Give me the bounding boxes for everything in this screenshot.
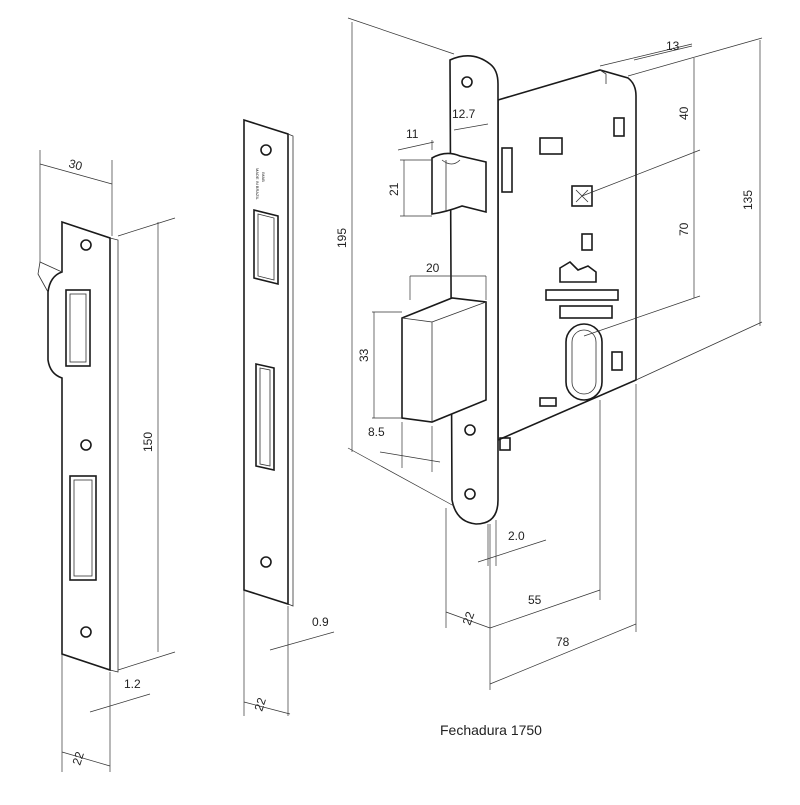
latch-slot	[253, 208, 279, 286]
lever-mechanism	[559, 260, 597, 283]
front-depth-label: 22	[460, 609, 478, 627]
strike-height-label: 150	[141, 432, 155, 452]
case-slot	[611, 351, 623, 371]
cylinder-hole	[565, 323, 603, 401]
dead-bolt	[401, 297, 487, 423]
face-plate: IMAB MADE IN BRAZIL	[243, 118, 294, 607]
bolt-opening	[69, 475, 97, 581]
face-depth-label: 22	[252, 696, 270, 713]
case-window	[539, 137, 563, 155]
case-slot	[613, 117, 625, 137]
screw-hole	[260, 144, 272, 156]
strike-depth-label: 22	[70, 750, 88, 767]
strike-thickness-label: 1.2	[124, 677, 141, 691]
lever-bar	[559, 305, 613, 319]
case-slot	[539, 397, 557, 407]
face-plate-outline	[243, 118, 289, 606]
backset-label: 55	[528, 593, 542, 607]
front-height-label: 195	[335, 228, 349, 248]
latch-offset-label: 12.7	[452, 107, 476, 121]
body-height-label: 135	[741, 190, 755, 210]
handle-spindle-hole	[571, 185, 593, 207]
strike-plate	[37, 220, 119, 673]
center-distance-label: 70	[677, 222, 691, 236]
lock-case	[497, 69, 637, 442]
plate-thickness-label: 2.0	[508, 529, 525, 543]
bolt-opening-inner	[73, 479, 93, 577]
strike-plate-edge	[109, 237, 119, 673]
latch-height-label: 21	[387, 182, 401, 196]
strike-plate-outline	[47, 220, 111, 672]
screw-hole	[464, 424, 476, 436]
made-in-text: MADE IN BRAZIL	[255, 168, 260, 201]
latch-opening-inner	[69, 293, 87, 363]
screw-hole	[461, 76, 473, 88]
case-slot	[501, 147, 513, 193]
strike-dimensions: 30 150 22 1.2	[39, 150, 176, 772]
face-thickness-label: 0.9	[312, 615, 329, 629]
lever-bar	[545, 289, 619, 301]
latch-bolt	[431, 152, 487, 215]
screw-hole	[260, 556, 272, 568]
latch-width-label: 11	[406, 127, 419, 141]
brand-logo-text: IMAB	[261, 172, 266, 182]
latch-opening	[65, 289, 91, 367]
screw-hole	[464, 488, 476, 500]
strike-lip	[37, 261, 63, 293]
case-slot	[581, 233, 593, 251]
bolt-height-label: 33	[357, 348, 371, 362]
lock-body	[401, 55, 637, 525]
body-depth-label: 78	[556, 635, 570, 649]
bolt-offset-label: 8.5	[368, 425, 385, 439]
upper-spacing-label: 40	[677, 106, 691, 120]
screw-hole	[80, 239, 92, 251]
screw-hole	[80, 439, 92, 451]
strike-width-label: 30	[67, 156, 84, 173]
drawing-caption: Fechadura 1750	[440, 722, 542, 738]
case-slot	[499, 437, 511, 451]
bolt-width-label: 20	[426, 261, 440, 275]
face-plate-edge	[287, 133, 294, 607]
top-offset-label: 13	[666, 39, 680, 53]
screw-hole	[80, 626, 92, 638]
face-plate-dimensions: 22 0.9	[243, 590, 335, 716]
width-dimension-line	[39, 163, 113, 185]
lock-dimensions: 195 11 12.7 21 20 33 8.5 13 135	[335, 17, 763, 690]
bolt-slot	[255, 363, 275, 471]
lock-faceplate	[449, 55, 499, 525]
